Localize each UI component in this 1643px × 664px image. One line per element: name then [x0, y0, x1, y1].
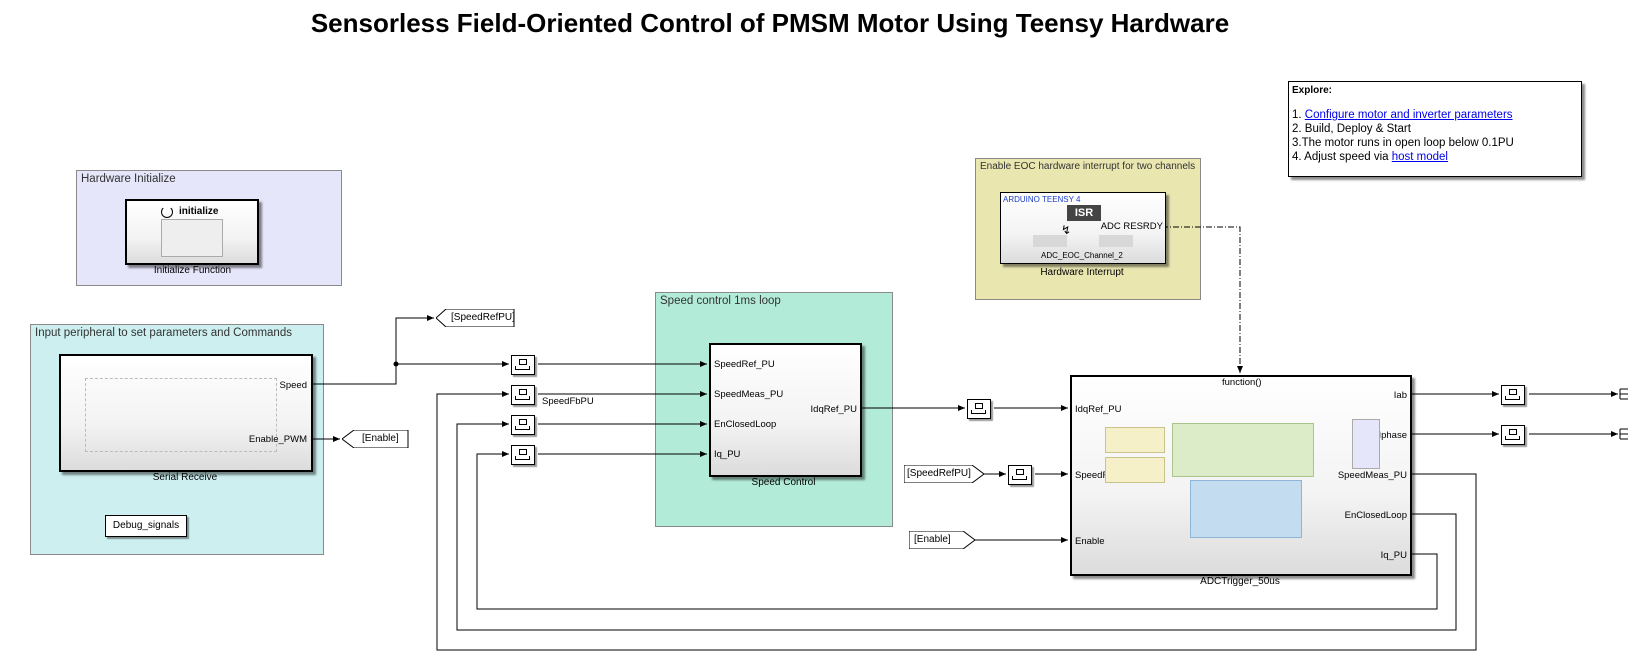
port-speed: Speed — [279, 380, 307, 391]
port-enclosedloop: EnClosedLoop — [714, 419, 777, 430]
power-icon — [161, 206, 173, 218]
rate-transition-5[interactable] — [967, 399, 991, 419]
explore-heading: Explore: — [1292, 85, 1333, 96]
goto-speedrefpu: [SpeedRefPU] — [436, 309, 516, 327]
explore-item-1-prefix: 1. — [1292, 109, 1305, 121]
port-iab-out: Iab — [1393, 390, 1407, 401]
rate-transition-8[interactable] — [1501, 425, 1525, 445]
explore-item-4: 4. Adjust speed via host model — [1292, 150, 1581, 164]
port-speedmeas-pu-out: SpeedMeas_PU — [1337, 470, 1407, 481]
port-enable-pwm: Enable_PWM — [248, 434, 307, 445]
port-iq-pu: Iq_PU — [714, 449, 741, 460]
init-subsystem-preview — [161, 219, 223, 257]
port-speedmeas-pu: SpeedMeas_PU — [714, 389, 784, 400]
interrupt-preview-left — [1033, 235, 1067, 247]
goto-enable: [Enable] — [342, 430, 410, 448]
port-iq-pu-out: Iq_PU — [1380, 550, 1407, 561]
isr-badge: ISR — [1067, 205, 1101, 221]
host-model-link[interactable]: host model — [1391, 151, 1448, 163]
rate-transition-2[interactable] — [511, 385, 535, 405]
adc-eoc-channel: ADC_EOC_Channel_2 — [1041, 251, 1123, 260]
area-label: Speed control 1ms loop — [660, 295, 781, 307]
from-enable: [Enable] — [909, 531, 977, 549]
port-iphase-out: Iphase — [1378, 430, 1407, 441]
from-speedrefpu-text: [SpeedRefPU] — [907, 468, 971, 479]
lightning-icon: ↯ — [1061, 223, 1072, 237]
goto-enable-text: [Enable] — [362, 433, 399, 444]
serial-receive-block[interactable]: Speed Enable_PWM — [59, 354, 313, 472]
port-enclosedloop-out: EnClosedLoop — [1344, 510, 1407, 521]
hardware-interrupt-label: Hardware Interrupt — [1040, 267, 1124, 278]
serial-internal-preview — [85, 378, 277, 452]
rate-transition-6[interactable] — [1008, 465, 1032, 485]
rate-transition-7[interactable] — [1501, 385, 1525, 405]
isr-text: ISR — [1074, 207, 1094, 219]
explore-item-3: 3.The motor runs in open loop below 0.1P… — [1292, 137, 1514, 149]
area-label: Hardware Initialize — [81, 173, 176, 185]
board-label: ARDUINO TEENSY 4 — [1003, 195, 1081, 204]
from-speedrefpu: [SpeedRefPU] — [904, 465, 986, 483]
rate-transition-1[interactable] — [511, 355, 535, 375]
configure-motor-link[interactable]: Configure motor and inverter parameters — [1304, 109, 1513, 121]
area-label: Enable EOC hardware interrupt for two ch… — [980, 161, 1196, 172]
adc-preview-green — [1172, 423, 1314, 477]
explore-item-2: 2. Build, Deploy & Start — [1292, 123, 1411, 135]
goto-speedrefpu-text: [SpeedRefPU] — [451, 312, 515, 323]
adc-preview-purple — [1352, 419, 1380, 469]
initialize-function-label: Initialize Function — [153, 265, 232, 276]
serial-receive-label: Serial Receive — [152, 472, 218, 483]
page-title: Sensorless Field-Oriented Control of PMS… — [310, 8, 1230, 38]
speed-control-block[interactable]: SpeedRef_PU SpeedMeas_PU EnClosedLoop Iq… — [709, 343, 862, 477]
adctrigger-block[interactable]: function() IdqRef_PU SpeedRef_PU Enable … — [1070, 375, 1412, 576]
port-idqref-pu-in: IdqRef_PU — [1075, 404, 1122, 415]
port-idqref-pu: IdqRef_PU — [810, 404, 857, 415]
rate-transition-3[interactable] — [511, 415, 535, 435]
rate-transition-4[interactable] — [511, 445, 535, 465]
signal-label-speedfbpu: SpeedFbPU — [542, 396, 594, 407]
explore-item-1: 1. Configure motor and inverter paramete… — [1292, 108, 1581, 122]
from-enable-text: [Enable] — [914, 534, 951, 545]
interrupt-preview-right — [1099, 235, 1133, 247]
area-label: Input peripheral to set parameters and C… — [35, 327, 292, 339]
port-enable-in: Enable — [1075, 536, 1105, 547]
speed-control-label: Speed Control — [751, 477, 816, 488]
adctrigger-label: ADCTrigger_50us — [1200, 576, 1280, 587]
port-function-trigger: function() — [1222, 377, 1262, 388]
hardware-interrupt-block[interactable]: ARDUINO TEENSY 4 ISR ↯ ADC RESRDY ADC_EO… — [1000, 192, 1166, 264]
explore-panel: Explore: 1. Configure motor and inverter… — [1288, 81, 1582, 177]
initialize-function-block[interactable]: initialize — [125, 199, 259, 265]
init-icon-label: initialize — [179, 206, 219, 217]
debug-signals-block[interactable]: Debug_signals — [105, 515, 187, 537]
port-adc-resrdy: ADC RESRDY — [1100, 221, 1163, 232]
explore-item-4-prefix: 4. Adjust speed via — [1292, 151, 1392, 163]
adc-preview-yellow-2 — [1105, 457, 1165, 483]
adc-preview-yellow-1 — [1105, 427, 1165, 453]
adc-preview-blue — [1190, 480, 1302, 538]
port-speedref-pu: SpeedRef_PU — [714, 359, 775, 370]
